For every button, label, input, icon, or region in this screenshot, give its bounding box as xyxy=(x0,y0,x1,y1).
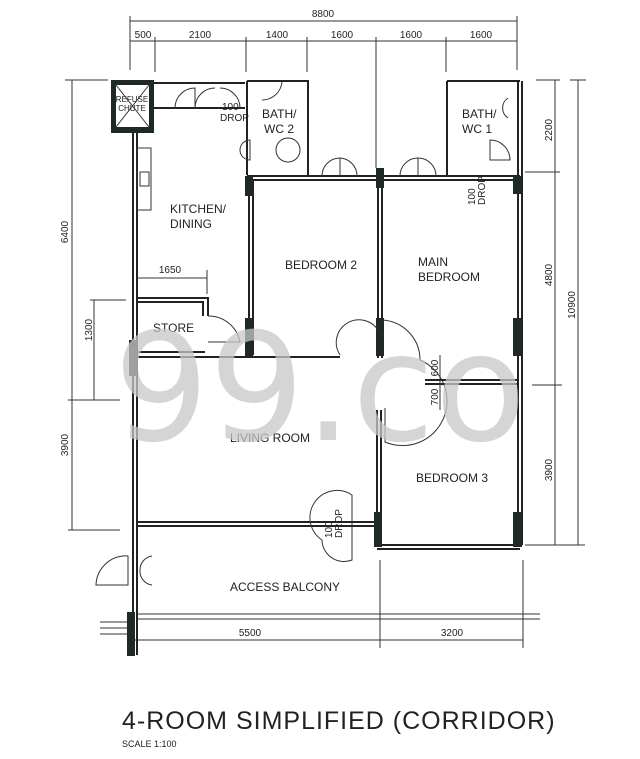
room-labels: REFUSE CHUTE BATH/ WC 2 BATH/ WC 1 100 D… xyxy=(116,95,497,594)
plan-title: 4-ROOM SIMPLIFIED (CORRIDOR) xyxy=(122,707,556,735)
dim-door-offset-2: 700 xyxy=(430,388,441,405)
drop-label-1a: 100 xyxy=(222,102,239,113)
dim-top-2: 2100 xyxy=(189,30,212,41)
dim-top-3: 1400 xyxy=(266,30,289,41)
main-bedroom-label-1: MAIN xyxy=(418,255,448,269)
drop-label-2b: DROP xyxy=(477,176,488,205)
bedroom3-label: BEDROOM 3 xyxy=(416,471,488,485)
access-balcony-label: ACCESS BALCONY xyxy=(230,580,340,594)
top-dimensions: 8800 500 2100 1400 1600 1600 1600 xyxy=(129,9,518,168)
dim-top-4: 1600 xyxy=(331,30,354,41)
store-label: STORE xyxy=(153,321,194,335)
main-bedroom-label-2: BEDROOM xyxy=(418,270,480,284)
dim-left-2: 1300 xyxy=(84,318,95,341)
dim-left-1: 6400 xyxy=(60,220,71,243)
dim-right-2: 4800 xyxy=(544,263,555,286)
bottom-dimensions: 5500 3200 xyxy=(133,560,524,648)
refuse-chute-label-2: CHUTE xyxy=(118,104,146,113)
refuse-chute-label-1: REFUSE xyxy=(116,95,148,104)
bath1-label-2: WC 1 xyxy=(462,122,492,136)
bedroom2-label: BEDROOM 2 xyxy=(285,258,357,272)
dim-total-width: 8800 xyxy=(312,9,335,20)
dim-top-1: 500 xyxy=(135,30,152,41)
dim-bottom-1: 5500 xyxy=(239,628,262,639)
right-dimensions: 2200 4800 3900 10900 xyxy=(525,79,586,546)
plan-scale: SCALE 1:100 xyxy=(122,739,177,749)
left-dimensions: 6400 1300 3900 xyxy=(60,79,126,531)
dim-right-3: 3900 xyxy=(544,458,555,481)
dim-right-total: 10900 xyxy=(567,291,578,319)
dim-store-width: 1650 xyxy=(159,265,182,276)
dim-left-3: 3900 xyxy=(60,433,71,456)
dim-right-1: 2200 xyxy=(544,118,555,141)
dim-top-6: 1600 xyxy=(470,30,493,41)
bath2-label-2: WC 2 xyxy=(264,122,294,136)
bath1-label-1: BATH/ xyxy=(462,107,497,121)
drop-label-3b: DROP xyxy=(334,509,345,538)
drop-label-3a: 100 xyxy=(324,521,335,538)
drop-label-2a: 100 xyxy=(467,188,478,205)
kitchen-label-1: KITCHEN/ xyxy=(170,202,227,216)
watermark-logo: 99.co xyxy=(114,302,527,476)
walls xyxy=(95,80,540,656)
dim-door-offset-1: 600 xyxy=(430,359,441,376)
dim-top-5: 1600 xyxy=(400,30,423,41)
drop-label-1b: DROP xyxy=(220,113,249,124)
dim-bottom-2: 3200 xyxy=(441,628,464,639)
bath2-label-1: BATH/ xyxy=(262,107,297,121)
living-room-label: LIVING ROOM xyxy=(230,431,310,445)
kitchen-label-2: DINING xyxy=(170,217,212,231)
